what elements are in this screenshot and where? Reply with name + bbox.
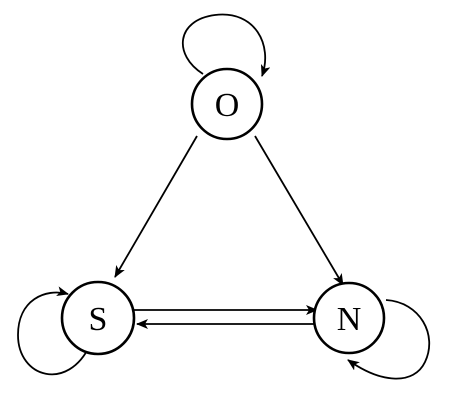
edge-o-to-n (254, 135, 344, 286)
node-n-label: N (337, 301, 362, 338)
edge-o-to-s (114, 135, 198, 278)
node-o-label: O (215, 87, 240, 124)
node-o: O (190, 67, 264, 141)
node-n: N (312, 281, 386, 355)
edge-s-to-s-loop (17, 286, 91, 376)
node-s-label: S (89, 301, 108, 338)
edge-n-to-n-loop (347, 299, 431, 380)
node-s: S (60, 280, 136, 356)
edge-o-to-o-loop (181, 13, 271, 77)
